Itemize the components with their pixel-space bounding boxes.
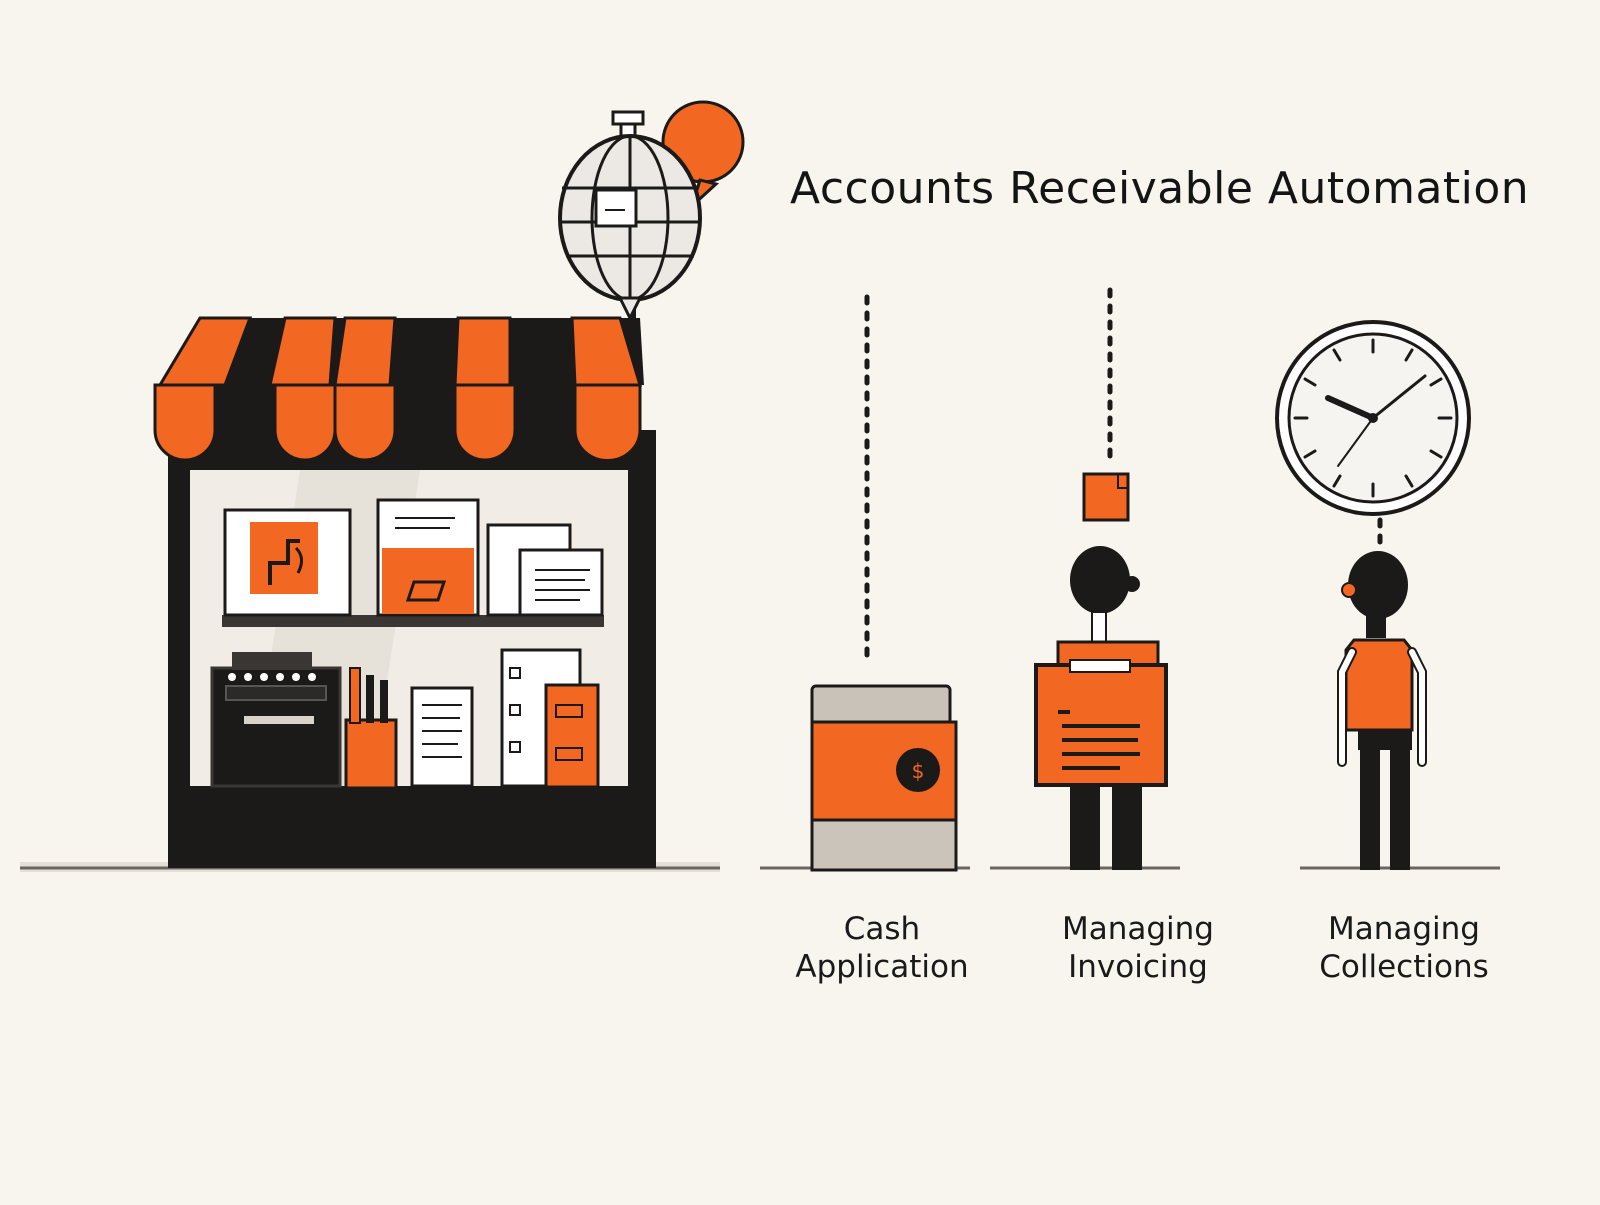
storefront-icon — [153, 300, 656, 868]
step-label-line1: Managing — [1061, 911, 1214, 947]
step-label-managing-invoicing: Managing Invoicing — [1018, 910, 1258, 986]
step-label-managing-collections: Managing Collections — [1284, 910, 1524, 986]
step-label-line1: Cash — [843, 911, 921, 947]
step-label-cash-application: Cash Application — [762, 910, 1002, 986]
step-label-line2: Collections — [1319, 949, 1489, 985]
invoice-person-icon — [1034, 472, 1168, 870]
dotted-connectors — [864, 287, 1383, 668]
clock-person-icon — [1275, 320, 1471, 870]
step-label-line1: Managing — [1327, 911, 1480, 947]
cash-register-icon: $ — [810, 684, 958, 872]
page-title: Accounts Receivable Automation — [790, 163, 1530, 214]
globe-lamp-icon — [558, 100, 745, 322]
svg-text:$: $ — [912, 759, 925, 783]
step-label-line2: Invoicing — [1068, 949, 1208, 985]
step-label-line2: Application — [795, 949, 969, 985]
